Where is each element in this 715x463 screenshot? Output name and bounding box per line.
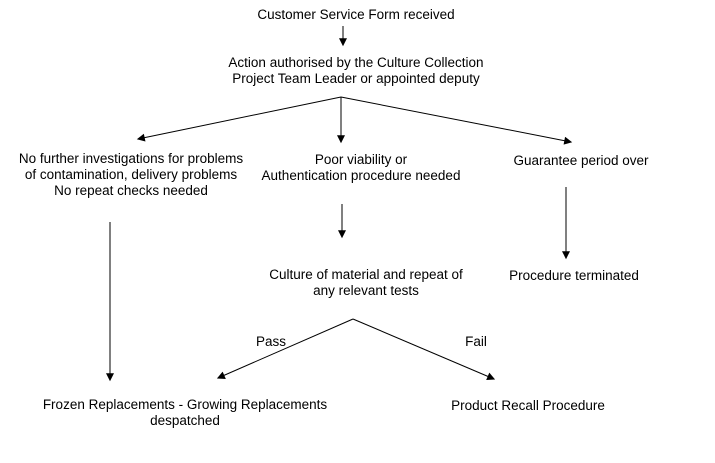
arrow-culture-pass-to-frozen — [216, 318, 354, 379]
node-procedure-terminated: Procedure terminated — [509, 268, 639, 284]
arrow-action-to-guarantee — [340, 96, 573, 145]
node-poor-viability: Poor viability or Authentication procedu… — [262, 152, 461, 184]
edge-label-pass: Pass — [255, 334, 287, 349]
node-culture-line: Culture of material and repeat of — [269, 267, 463, 282]
node-action-line: Project Team Leader or appointed deputy — [232, 71, 480, 86]
node-culture-of-material: Culture of material and repeat of any re… — [269, 267, 463, 299]
node-frozen-replacements: Frozen Replacements - Growing Replacemen… — [43, 397, 327, 429]
node-no-further-line: No repeat checks needed — [54, 183, 208, 198]
node-product-recall: Product Recall Procedure — [451, 398, 605, 414]
arrow-culture-fail-to-product-recall — [352, 318, 496, 381]
arrow-action-to-no-further — [136, 96, 342, 142]
node-poor-viability-line: Poor viability or — [314, 152, 408, 167]
node-no-further-investigations: No further investigations for problems o… — [19, 151, 243, 199]
node-no-further-line: of contamination, delivery problems — [24, 167, 238, 182]
node-no-further-line: No further investigations for problems — [18, 151, 244, 166]
node-action-authorised: Action authorised by the Culture Collect… — [228, 55, 483, 87]
node-start: Customer Service Form received — [257, 7, 454, 23]
node-product-recall-line: Product Recall Procedure — [451, 398, 605, 413]
node-procedure-terminated-line: Procedure terminated — [509, 268, 639, 283]
node-guarantee-period-over: Guarantee period over — [513, 153, 648, 169]
node-poor-viability-line: Authentication procedure needed — [261, 168, 461, 183]
node-guarantee-line: Guarantee period over — [513, 153, 649, 168]
node-culture-line: any relevant tests — [313, 283, 419, 298]
node-action-line: Action authorised by the Culture Collect… — [228, 55, 484, 70]
edge-label-fail: Fail — [465, 334, 487, 349]
node-start-line: Customer Service Form received — [257, 7, 455, 22]
node-frozen-line: Frozen Replacements - Growing Replacemen… — [42, 397, 328, 412]
node-frozen-line: despatched — [150, 413, 220, 428]
